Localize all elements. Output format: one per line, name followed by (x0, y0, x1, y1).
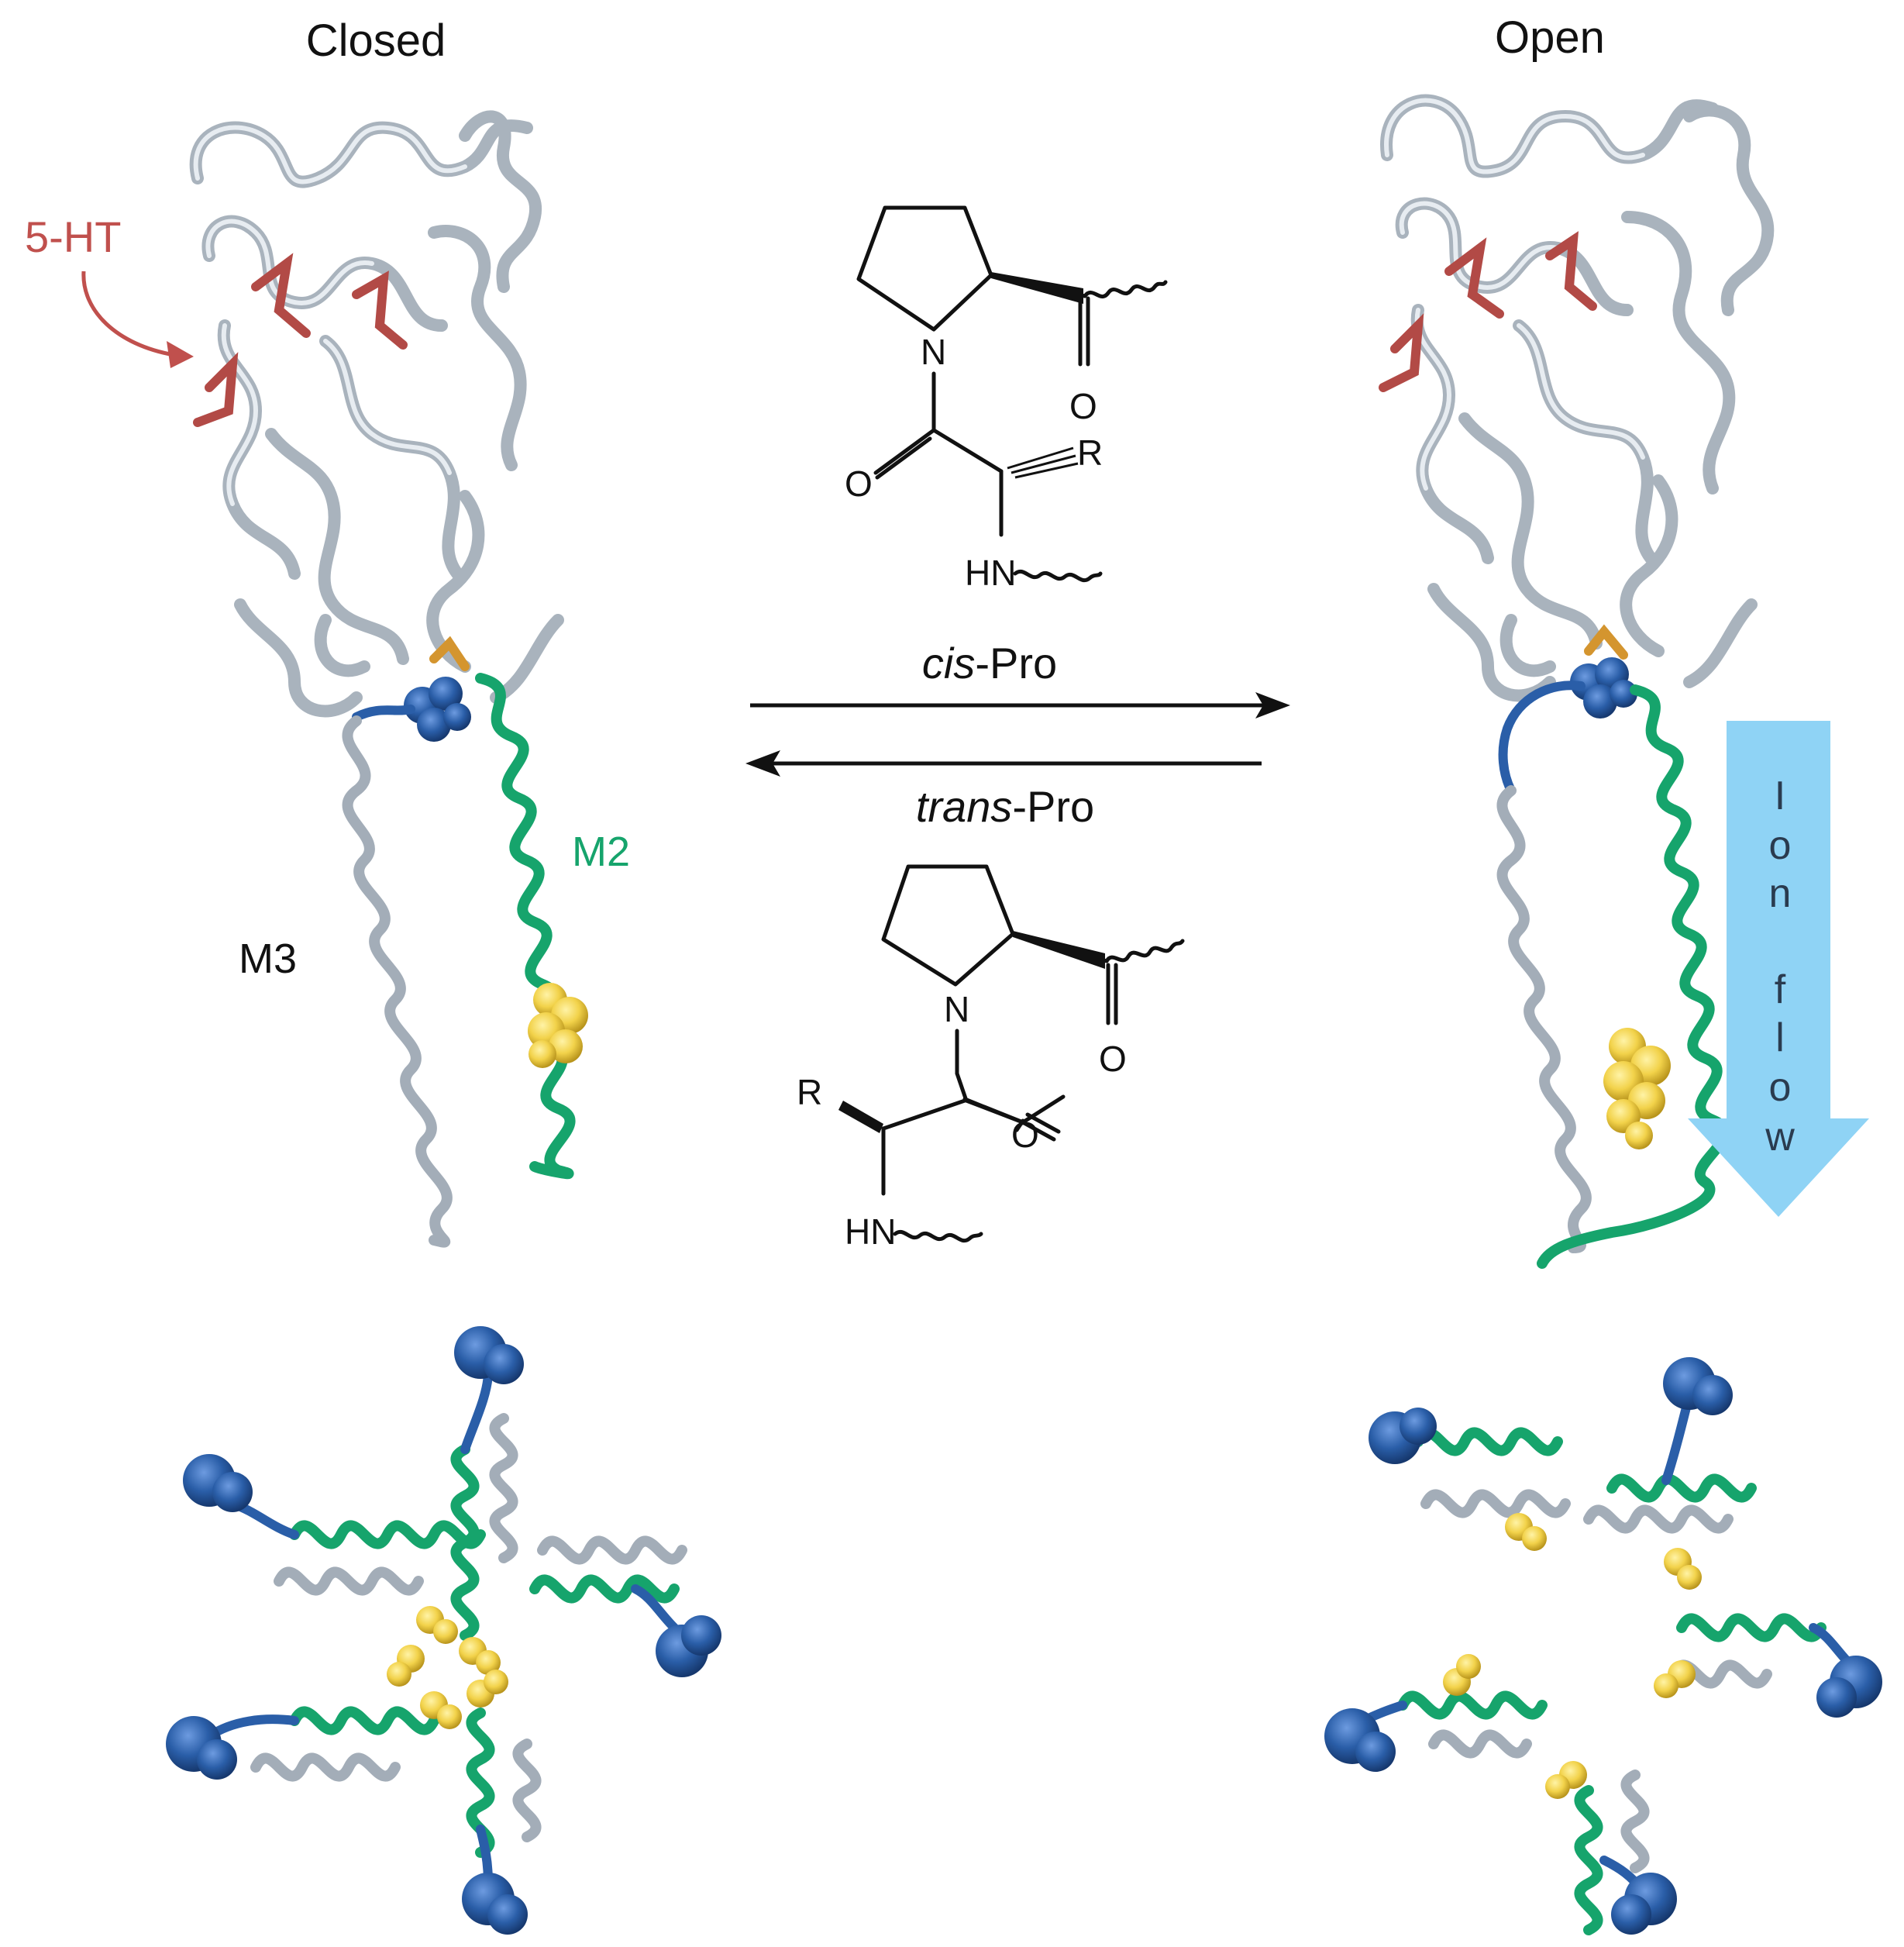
ion-flow-letter: n (1769, 871, 1792, 916)
open-gate-residue (1603, 1028, 1671, 1149)
forward-label-prefix: cis (922, 639, 975, 687)
closed-pentamer-top-view (166, 1326, 721, 1935)
cis-oxygen-bottom: O (845, 463, 873, 504)
open-proline-residue (1570, 657, 1637, 718)
trans-r-group: R (797, 1072, 822, 1112)
ion-flow-letter: o (1769, 823, 1792, 868)
closed-state-label: Closed (306, 16, 446, 66)
open-m2-helix (1537, 684, 1730, 1269)
cis-oxygen-top: O (1069, 386, 1097, 426)
ion-flow-letter: w (1765, 1115, 1795, 1160)
m2-helix-label: M2 (572, 829, 630, 875)
closed-loop-region (314, 614, 470, 677)
trans-oxygen-bottom: O (1011, 1115, 1039, 1155)
closed-gate-residue (528, 983, 588, 1068)
open-pentamer-top-view (1324, 1357, 1882, 1935)
trans-amine: HN (845, 1211, 896, 1252)
cis-r-group: R (1077, 432, 1103, 473)
closed-m3-linker (352, 705, 415, 722)
trans-proline-structure: O N O R HN (797, 864, 1185, 1252)
ion-flow-letter: o (1769, 1065, 1792, 1110)
ion-flow-letter: f (1775, 967, 1786, 1012)
ligand-arrow (81, 271, 175, 357)
ion-flow-letter: I (1775, 774, 1785, 818)
cis-nitrogen: N (921, 332, 946, 372)
open-m3-helix (1496, 785, 1592, 1253)
open-receptor-structure (1379, 94, 1775, 1269)
closed-proline-cluster (166, 1326, 721, 1935)
closed-m2-helix (475, 673, 576, 1180)
open-proline-cluster (1324, 1357, 1882, 1935)
closed-proline-residue (404, 677, 471, 742)
trans-nitrogen: N (944, 989, 969, 1029)
m3-helix-label: M3 (239, 936, 297, 982)
closed-extracellular-domain (189, 110, 564, 718)
reverse-label-suffix: -Pro (1012, 782, 1094, 831)
open-state-label: Open (1495, 12, 1605, 63)
cis-amine: HN (965, 553, 1016, 593)
open-loop-region (1499, 614, 1628, 677)
forward-arrowhead (1255, 692, 1290, 718)
closed-m3-helix (342, 715, 453, 1248)
forward-label-suffix: -Pro (975, 639, 1057, 687)
open-ligand-binding-residues (1379, 231, 1597, 392)
ion-flow-arrow-shape (1688, 721, 1869, 1217)
reverse-arrowhead (745, 750, 780, 777)
open-extracellular-domain (1380, 94, 1775, 702)
forward-label: cis-Pro (922, 639, 1057, 687)
closed-ligand-binding-residues (193, 253, 408, 427)
open-m3-linker (1498, 681, 1586, 795)
open-gate-cluster (1443, 1513, 1702, 1799)
ion-flow-arrow: I o n f l o w (1688, 721, 1869, 1217)
ligand-arrowhead (167, 341, 194, 368)
reverse-label-prefix: trans (916, 782, 1013, 831)
ligand-5ht-label: 5-HT (25, 212, 121, 261)
closed-receptor-structure (189, 110, 588, 1248)
equilibrium-arrows: cis-Pro trans-Pro (745, 639, 1290, 831)
cis-proline-structure: O N O R HN (845, 205, 1168, 593)
trans-oxygen-top: O (1099, 1039, 1127, 1079)
ion-flow-letter: l (1775, 1015, 1785, 1060)
reverse-label: trans-Pro (916, 782, 1094, 831)
closed-gate-cluster (387, 1606, 508, 1729)
